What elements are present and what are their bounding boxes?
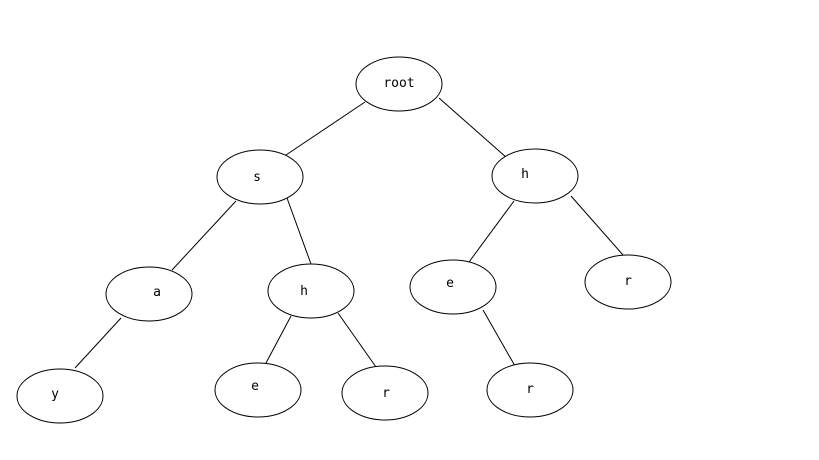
tree-node-r1: r [584,254,672,310]
tree-node-h2: h [267,263,355,319]
tree-node-e1: e [409,259,497,315]
edge-h1-r1 [570,195,624,256]
edge-e1-r3 [482,309,516,367]
tree-node-a: a [105,266,193,322]
node-label: s [253,170,261,185]
node-ellipse [105,266,193,322]
edge-h1-e1 [468,200,515,263]
tree-node-s: s [216,149,304,205]
edge-s-h2 [286,197,312,265]
tree-node-h1: h [491,148,579,204]
node-label: e [446,276,454,291]
edge-s-a [171,200,237,271]
node-ellipse [267,263,355,319]
edge-a-y [74,317,122,369]
node-ellipse [491,148,579,204]
node-label: r [624,274,632,289]
node-label: y [51,387,59,402]
node-ellipse [341,365,429,421]
node-ellipse [214,362,302,418]
tree-node-y: y [16,368,104,424]
node-label: root [383,76,414,91]
node-ellipse [409,259,497,315]
tree-node-r2: r [341,365,429,421]
edge-h2-e2 [265,315,292,364]
tree-node-root: root [355,56,443,112]
node-ellipse [584,254,672,310]
tree-node-e2: e [214,362,302,418]
node-ellipse [16,368,104,424]
node-ellipse [216,149,304,205]
edge-root-s [285,101,366,156]
edge-root-h1 [438,97,508,159]
node-label: h [300,284,308,299]
node-label: a [153,285,161,300]
tree-node-r3: r [486,362,574,418]
edge-h2-r2 [337,312,377,368]
nodes-layer: root s h a h e r y [16,56,672,424]
node-ellipse [486,362,574,418]
node-label: h [521,167,529,182]
node-label: r [526,382,534,397]
node-ellipse [355,56,443,112]
node-label: r [382,386,390,401]
edges-layer [74,97,624,369]
node-label: e [251,379,259,394]
